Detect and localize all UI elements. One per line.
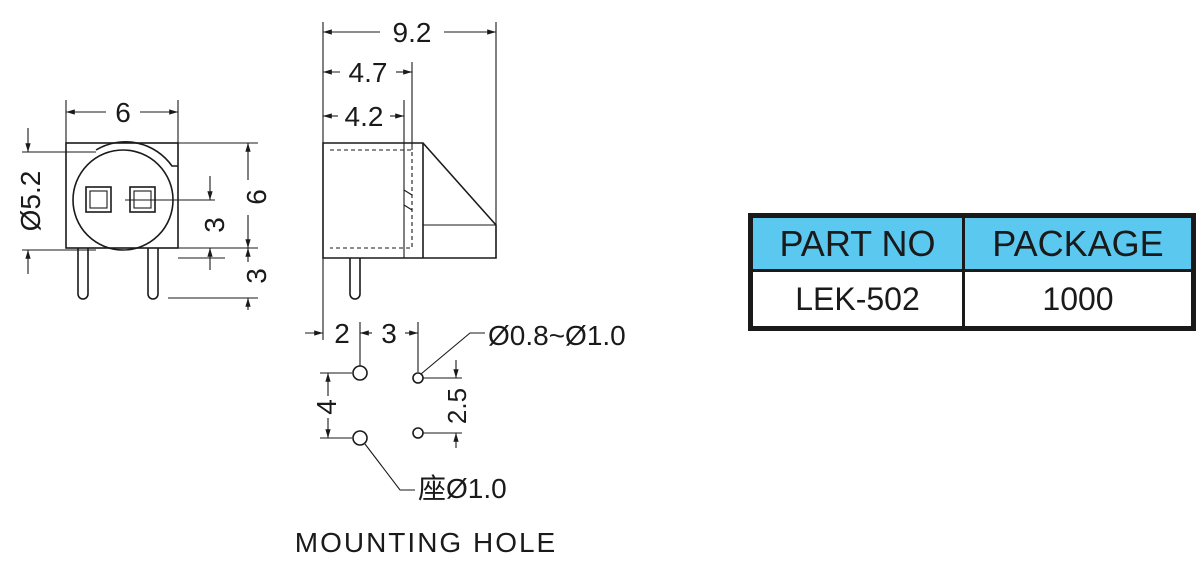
hole-top-right <box>412 372 424 384</box>
front-pin-right <box>147 248 159 300</box>
front-width-label: 6 <box>115 97 131 128</box>
led-square-left <box>85 186 112 213</box>
hole-small-label: Ø0.8~Ø1.0 <box>488 320 626 351</box>
mounting-hole-view: 2 3 Ø0.8~Ø1.0 4 2.5 座Ø1.0 MOUNTING HOLE <box>295 318 626 558</box>
leader-seat-hole <box>364 443 415 491</box>
mounting-hole-title: MOUNTING HOLE <box>295 527 557 558</box>
leader-small-hole <box>420 332 485 375</box>
offset-label-1: 4.7 <box>349 57 388 88</box>
offset-label-2: 4.2 <box>345 101 384 132</box>
hole-top-left <box>352 365 368 381</box>
spacing-left-label: 2 <box>334 318 350 349</box>
diameter-label: Ø5.2 <box>15 171 46 232</box>
front-view: 6 Ø5.2 6 3 3 <box>15 97 272 310</box>
part-table: PART NO PACKAGE LEK-502 1000 <box>748 213 1196 331</box>
lens-arc-top <box>95 141 178 167</box>
pin-length-label: 3 <box>241 268 272 284</box>
side-body-outline <box>322 142 497 259</box>
side-hidden-lines <box>330 149 413 249</box>
hole-bottom-right <box>412 427 424 439</box>
side-view: 9.2 4.7 4.2 <box>322 17 497 340</box>
table-header-package: PACKAGE <box>965 218 1191 272</box>
front-body-outline <box>65 142 179 249</box>
hole-bottom-left <box>352 430 368 446</box>
vertical-spacing-label: 4 <box>311 399 342 415</box>
pin-spacing-label: 3 <box>199 217 230 233</box>
led-square-left-inner <box>89 190 108 209</box>
spacing-mid-label: 3 <box>381 318 397 349</box>
front-pin-left <box>77 248 89 300</box>
seat-label: 座Ø1.0 <box>418 473 507 504</box>
table-cell-package: 1000 <box>1042 280 1114 317</box>
table-cell-part-no: LEK-502 <box>753 272 965 326</box>
side-pin <box>349 258 361 300</box>
front-height-label: 6 <box>241 189 272 205</box>
overall-length-label: 9.2 <box>393 17 432 48</box>
table-header-part-no: PART NO <box>753 218 965 272</box>
vertical-small-label: 2.5 <box>442 388 472 424</box>
